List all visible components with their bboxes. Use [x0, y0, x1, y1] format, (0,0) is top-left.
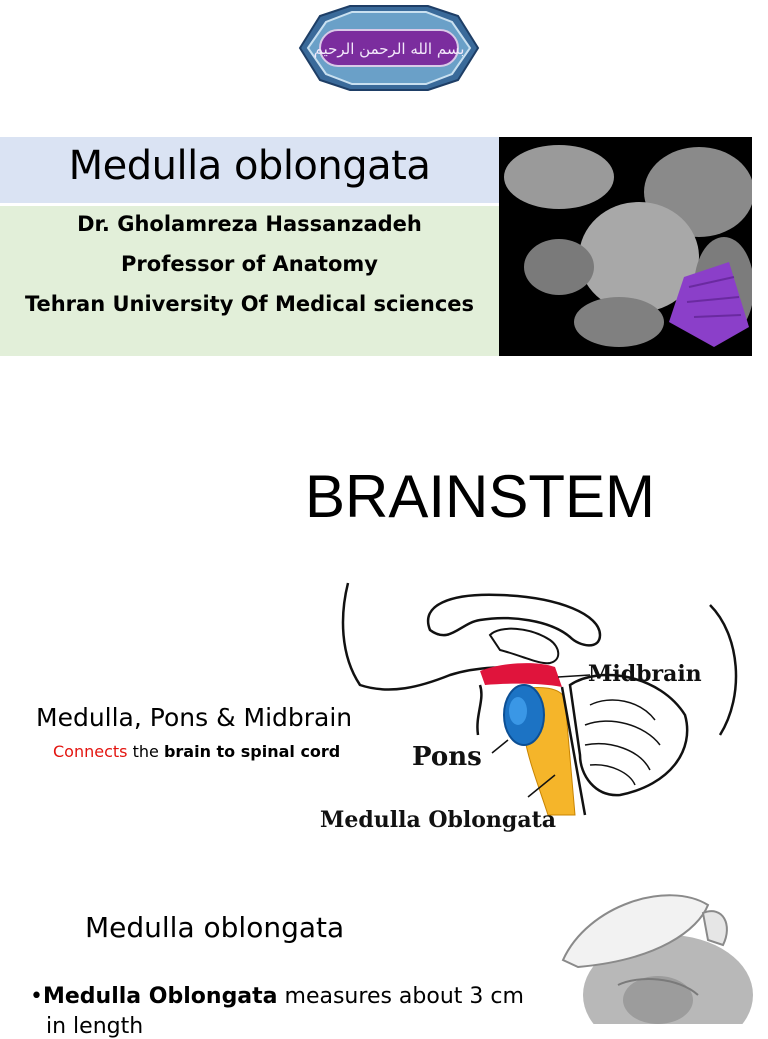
caption-bold: brain to spinal cord [163, 742, 341, 761]
bullet-rest: measures about 3 cm [277, 984, 524, 1009]
author-band: Dr. Gholamreza Hassanzadeh Professor of … [0, 206, 499, 356]
specimen-photo [548, 885, 768, 1039]
title-band [0, 137, 499, 203]
caption-verb: Connects [53, 742, 128, 761]
label-medulla: Medulla Oblongata [320, 807, 556, 833]
bismillah-text: بسم الله الرحمن الرحيم [314, 40, 465, 58]
label-midbrain: Midbrain [588, 661, 702, 687]
bullet-point: •Medulla Oblongata measures about 3 cm [30, 984, 524, 1009]
section-subtitle: Medulla, Pons & Midbrain [36, 703, 353, 732]
bismillah-ornament: بسم الله الرحمن الرحيم [290, 2, 488, 94]
brainstem-photo [499, 137, 754, 356]
caption-middle: the [127, 742, 164, 761]
slide3-heading: Medulla oblongata [85, 911, 345, 944]
bullet-bold: Medulla Oblongata [42, 984, 278, 1009]
caption: Connects the brain to spinal cord [53, 742, 340, 761]
author-name: Dr. Gholamreza Hassanzadeh [77, 212, 422, 236]
author-affiliation: Tehran University Of Medical sciences [24, 292, 475, 316]
bullet-continuation: in length [46, 1014, 144, 1039]
label-pons: Pons [412, 742, 482, 772]
slide-title: Medulla oblongata [68, 143, 431, 189]
section-title: BRAINSTEM [305, 463, 656, 530]
brainstem-diagram: Midbrain Pons Medulla Oblongata [300, 575, 768, 835]
author-title: Professor of Anatomy [121, 252, 378, 276]
